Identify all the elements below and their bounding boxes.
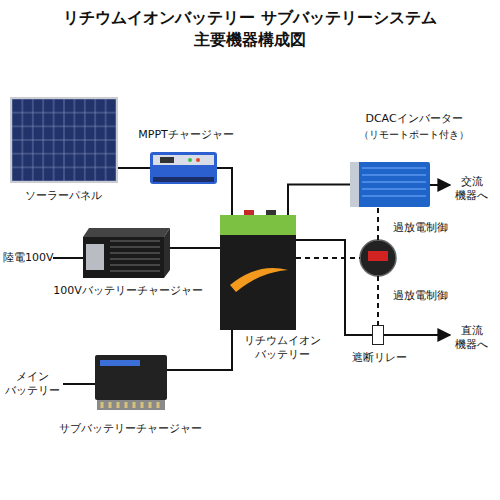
charger-plate bbox=[86, 244, 104, 270]
wire-connector bbox=[118, 167, 150, 169]
node-caption: リチウムイオン バッテリー bbox=[244, 334, 321, 362]
input-label: メイン バッテリー bbox=[5, 370, 60, 398]
output-label: 交流 機器へ bbox=[455, 175, 488, 203]
subcharger-terminals bbox=[97, 400, 165, 410]
inverter-endplate bbox=[350, 162, 359, 207]
ac-output-arrow bbox=[430, 184, 450, 186]
mppt-led bbox=[196, 158, 200, 162]
wire-connector bbox=[217, 168, 232, 215]
dcac-inverter: DCACインバーター（リモートポート付き） bbox=[350, 162, 430, 207]
mppt-panel bbox=[153, 155, 214, 165]
mppt-charger: MPPTチャージャー bbox=[150, 152, 217, 184]
battery-body bbox=[220, 235, 296, 330]
battery-logo bbox=[230, 268, 288, 292]
charger-top bbox=[83, 228, 170, 237]
solar-cells bbox=[12, 99, 116, 181]
output-label: 直流 機器へ bbox=[455, 324, 488, 352]
subcharger-body bbox=[95, 355, 167, 400]
node-caption: DCACインバーター bbox=[365, 112, 462, 126]
shore-charger: 100Vバッテリーチャージャー bbox=[83, 228, 170, 278]
charger-body bbox=[83, 237, 164, 278]
control-line bbox=[377, 276, 379, 325]
solar-panel: ソーラーパネル bbox=[10, 97, 118, 183]
input-label: 陸電100V bbox=[3, 251, 54, 265]
control-line bbox=[377, 207, 379, 240]
mppt-body bbox=[150, 152, 217, 184]
lithium-battery: リチウムイオン バッテリー bbox=[220, 215, 296, 330]
wire-connector bbox=[167, 330, 232, 370]
inverter-body bbox=[350, 162, 430, 207]
node-caption: サブバッテリーチャージャー bbox=[59, 422, 202, 436]
cutoff-relay: 遮断リレー bbox=[372, 325, 384, 345]
wire-connector bbox=[296, 240, 372, 335]
inverter-fins bbox=[362, 168, 426, 196]
wire-connector bbox=[170, 247, 220, 249]
controller-display bbox=[368, 251, 388, 261]
wire-connector bbox=[288, 185, 350, 216]
diagram-title: リチウムイオンバッテリー サブバッテリーシステム 主要機器構成図 bbox=[60, 7, 440, 51]
node-caption: 遮断リレー bbox=[352, 351, 407, 365]
charger-side bbox=[164, 228, 170, 278]
mppt-display bbox=[160, 157, 174, 163]
mppt-led bbox=[188, 158, 192, 162]
mppt-terminals bbox=[153, 177, 214, 182]
control-label: 過放電制御 bbox=[393, 289, 448, 303]
node-caption: 100Vバッテリーチャージャー bbox=[53, 284, 203, 298]
control-line bbox=[296, 257, 360, 259]
node-caption: MPPTチャージャー bbox=[138, 128, 233, 142]
node-caption: （リモートポート付き） bbox=[359, 128, 469, 142]
node-caption: ソーラーパネル bbox=[25, 189, 102, 203]
charger-fins bbox=[110, 241, 160, 271]
solar-frame bbox=[10, 97, 118, 183]
subcharger-stripe bbox=[100, 360, 140, 366]
main-battery-wire bbox=[63, 383, 95, 385]
shore-power-wire bbox=[53, 257, 83, 259]
control-label: 過放電制御 bbox=[393, 221, 448, 235]
terminal-screws bbox=[102, 402, 158, 408]
remote-controller bbox=[360, 240, 396, 276]
dc-output-arrow bbox=[384, 334, 450, 336]
battery-lid bbox=[220, 215, 296, 237]
sub-battery-charger: サブバッテリーチャージャー bbox=[95, 355, 167, 410]
